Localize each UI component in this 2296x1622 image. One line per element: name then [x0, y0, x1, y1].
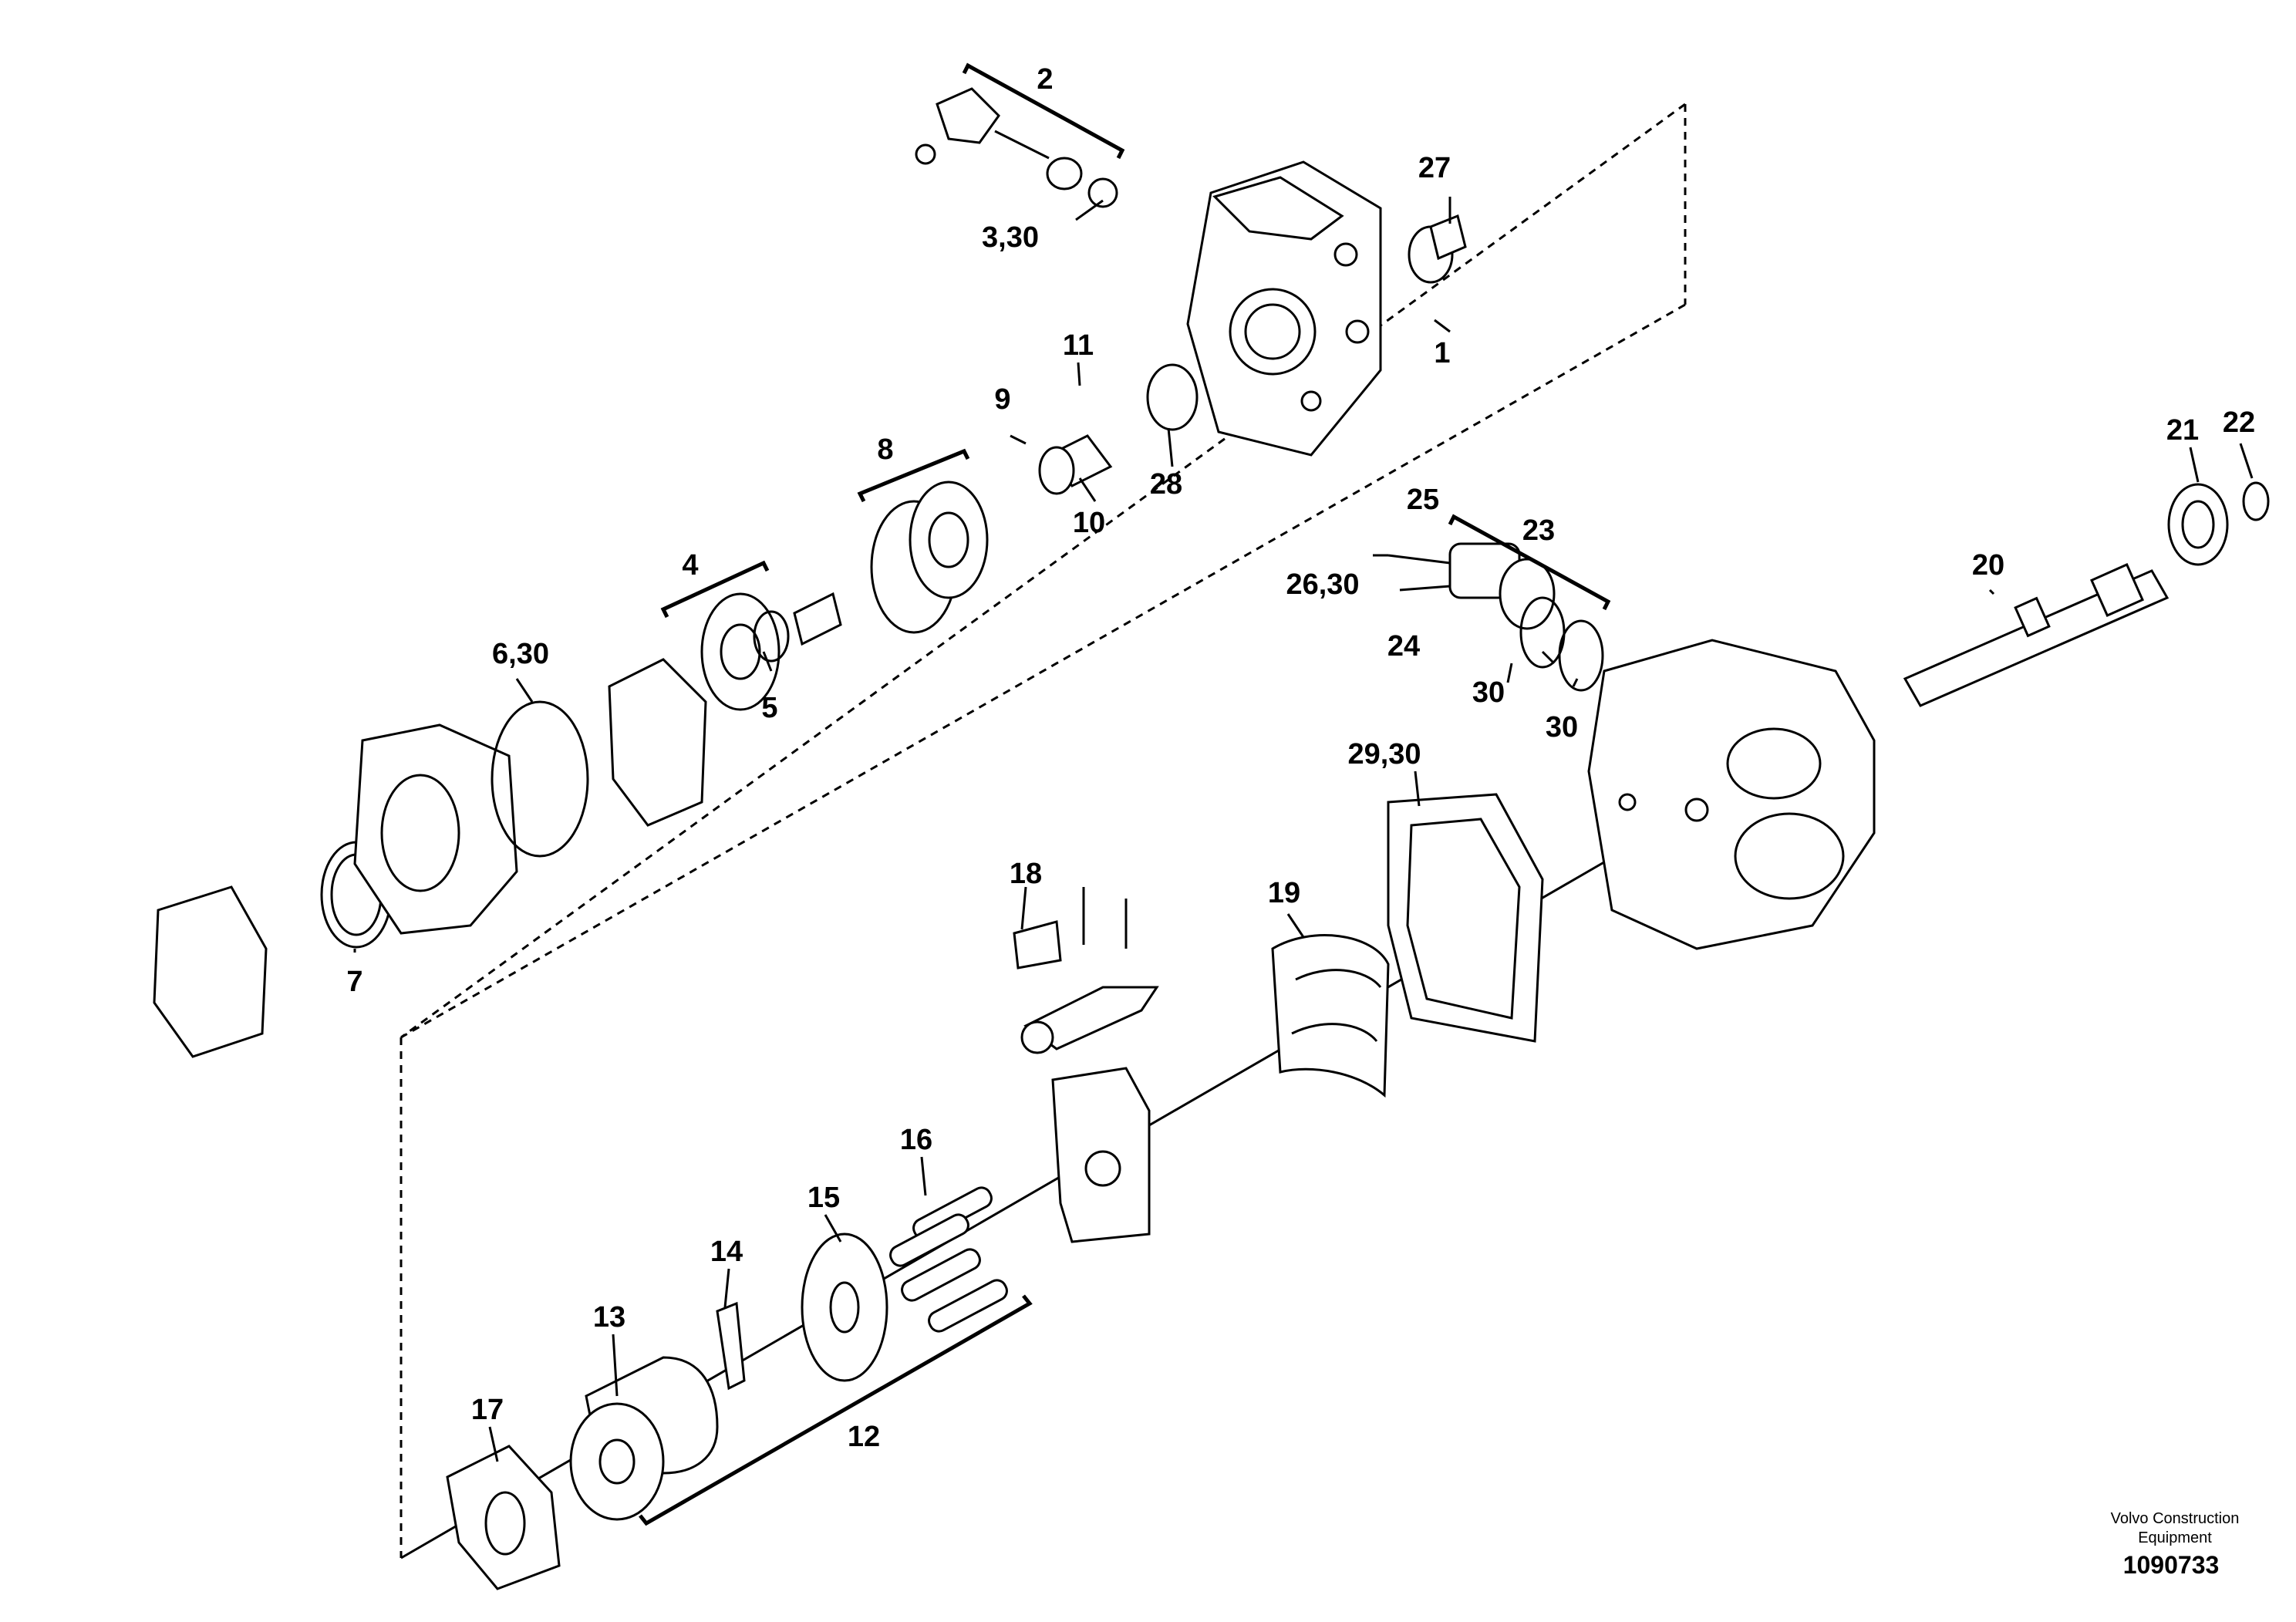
pistons	[889, 1186, 1008, 1333]
valve-plate-block	[1051, 1067, 1151, 1243]
label-1: 1	[1434, 337, 1450, 369]
label-12: 12	[848, 1421, 880, 1453]
label-19: 19	[1268, 877, 1300, 909]
plug-cap	[1408, 214, 1467, 284]
label-16: 16	[900, 1124, 932, 1156]
label-30a: 30	[1472, 676, 1505, 709]
label-15: 15	[807, 1182, 840, 1214]
rear-pump-housing	[1587, 639, 1876, 950]
label-28: 28	[1150, 468, 1182, 501]
cradle-bearing-and-link	[1013, 887, 1159, 1054]
company-name-line1: Volvo Construction	[2111, 1510, 2240, 1527]
bearing-plate	[608, 658, 707, 827]
swash-plate	[1271, 934, 1390, 1098]
label-21: 21	[2166, 414, 2199, 447]
label-26-30: 26,30	[1286, 568, 1359, 601]
control-valve-assembly	[915, 87, 1118, 208]
flange-housing	[353, 723, 518, 935]
label-27: 27	[1418, 152, 1451, 184]
label-22: 22	[2223, 406, 2255, 439]
servo-piston-unit	[1387, 542, 1604, 692]
charge-pump-assembly	[700, 592, 842, 711]
gasket	[1387, 793, 1544, 1043]
label-5: 5	[761, 692, 777, 724]
cylinder-block	[569, 1356, 719, 1521]
label-11: 11	[1063, 329, 1094, 362]
bearing-ring	[1146, 363, 1199, 431]
part-labels: 2 3,30 27 1 11 9 8 28 10 4 5 6,30 7 25 2…	[346, 63, 2255, 1453]
label-24: 24	[1387, 630, 1420, 663]
label-17: 17	[471, 1394, 504, 1426]
label-2: 2	[1037, 63, 1053, 96]
company-name-line2: Equipment	[2138, 1529, 2212, 1546]
drawing-number: 1090733	[2123, 1551, 2220, 1579]
group-brackets	[639, 62, 1611, 1526]
sleeve	[1038, 434, 1113, 495]
leader-lines	[353, 197, 2254, 1462]
valve-plate	[446, 1445, 561, 1590]
label-18: 18	[1010, 858, 1042, 890]
label-30b: 30	[1546, 711, 1578, 744]
label-23: 23	[1522, 514, 1555, 547]
o-ring	[491, 700, 589, 858]
label-4: 4	[682, 549, 698, 582]
label-10: 10	[1073, 507, 1105, 539]
label-8: 8	[877, 433, 893, 466]
label-13: 13	[593, 1301, 625, 1334]
label-14: 14	[710, 1236, 743, 1268]
gear-pump-assembly	[870, 481, 989, 634]
label-29-30: 29,30	[1347, 738, 1421, 771]
drawing-credit: Volvo Construction Equipment 1090733	[2111, 1510, 2240, 1579]
label-9: 9	[994, 383, 1010, 416]
retainer-plate	[801, 1233, 888, 1382]
label-7: 7	[346, 966, 362, 998]
label-3-30: 3,30	[982, 221, 1039, 254]
label-20: 20	[1972, 549, 2004, 582]
retainer-guide	[716, 1301, 746, 1391]
drive-shaft	[1903, 563, 2170, 707]
label-25: 25	[1407, 484, 1439, 516]
upper-cover-housing	[1186, 160, 1382, 457]
label-6-30: 6,30	[492, 638, 549, 670]
bearing-and-snap-ring	[2167, 481, 2270, 566]
